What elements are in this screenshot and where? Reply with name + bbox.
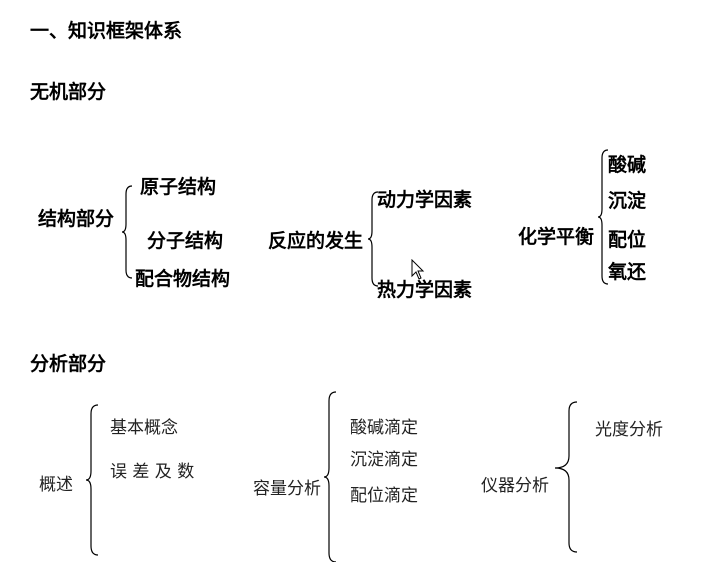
instrumental-item: 光度分析 <box>595 420 663 440</box>
section-heading-framework: 一、知识框架体系 <box>30 20 183 42</box>
overview-item: 误 差 及 数 <box>110 462 195 482</box>
structure-label: 结构部分 <box>38 208 115 230</box>
equilibrium-item: 沉淀 <box>608 190 647 212</box>
section-heading-inorganic: 无机部分 <box>30 81 107 103</box>
reaction-brace <box>367 191 379 287</box>
reaction-label: 反应的发生 <box>268 230 364 252</box>
equilibrium-item: 配位 <box>608 229 647 251</box>
reaction-item: 动力学因素 <box>377 189 473 211</box>
overview-brace <box>85 404 99 556</box>
overview-label: 概述 <box>39 475 73 495</box>
structure-item: 分子结构 <box>147 230 224 252</box>
reaction-item: 热力学因素 <box>377 279 473 301</box>
structure-brace <box>121 185 133 279</box>
section-heading-analysis: 分析部分 <box>30 353 107 375</box>
volumetric-brace <box>323 391 337 562</box>
volumetric-item: 酸碱滴定 <box>350 418 418 438</box>
instrumental-label: 仪器分析 <box>481 476 549 496</box>
instrumental-brace <box>554 401 578 553</box>
structure-item: 原子结构 <box>140 176 217 198</box>
volumetric-label: 容量分析 <box>253 479 321 499</box>
overview-item: 基本概念 <box>110 418 178 438</box>
volumetric-item: 沉淀滴定 <box>350 450 418 470</box>
equilibrium-item: 酸碱 <box>608 154 647 176</box>
equilibrium-brace <box>597 149 609 285</box>
equilibrium-label: 化学平衡 <box>518 226 595 248</box>
equilibrium-item: 氧还 <box>608 261 647 283</box>
mouse-pointer-icon <box>411 259 425 280</box>
volumetric-item: 配位滴定 <box>350 486 418 506</box>
structure-item: 配合物结构 <box>135 268 231 290</box>
